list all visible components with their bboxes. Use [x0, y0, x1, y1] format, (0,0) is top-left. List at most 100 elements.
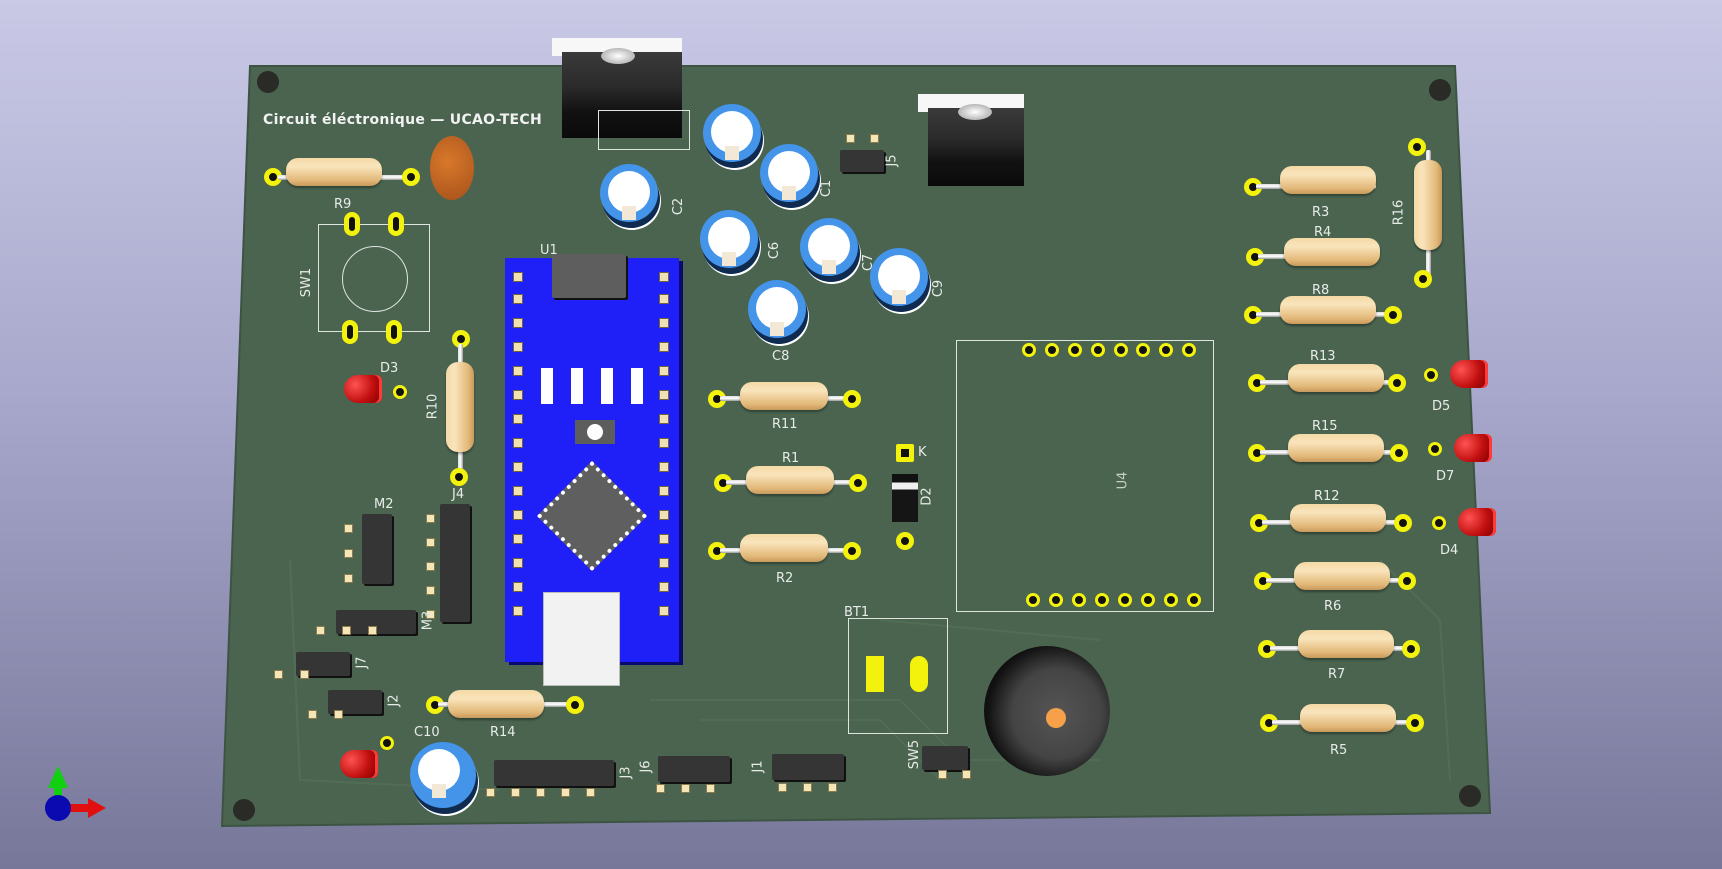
- resistor-r3[interactable]: [1280, 166, 1376, 194]
- pad: [386, 320, 402, 344]
- resistor-r8[interactable]: [1280, 296, 1376, 324]
- label-c10: C10: [414, 725, 440, 740]
- label-j4: J4: [452, 487, 465, 502]
- label-c8: C8: [772, 349, 790, 364]
- pad: [843, 542, 861, 560]
- pad: [896, 444, 914, 462]
- label-d3: D3: [380, 361, 399, 376]
- connector-j6[interactable]: [658, 756, 730, 782]
- label-r6: R6: [1324, 599, 1342, 614]
- label-m2: M2: [374, 497, 394, 512]
- capacitor-c8[interactable]: [748, 280, 806, 338]
- label-d7: D7: [1436, 469, 1455, 484]
- label-u4: U4: [1115, 471, 1131, 490]
- capacitor-c10[interactable]: [410, 742, 476, 808]
- pad: [896, 532, 914, 550]
- resistor-r10[interactable]: [446, 362, 474, 452]
- battery-bt1[interactable]: [848, 618, 948, 734]
- pad: [344, 212, 360, 236]
- reset-button[interactable]: [575, 420, 615, 444]
- regulator-1-footprint: [598, 110, 690, 150]
- buzzer[interactable]: [984, 646, 1110, 776]
- pad: [380, 736, 394, 750]
- label-c2: C2: [671, 197, 687, 216]
- pad: [566, 696, 584, 714]
- resistor-r2[interactable]: [740, 534, 828, 562]
- resistor-r4[interactable]: [1284, 238, 1380, 266]
- connector-j4[interactable]: [440, 504, 470, 622]
- switch-sw1-footprint[interactable]: [318, 224, 430, 332]
- label-r10: R10: [425, 393, 441, 420]
- capacitor-c6[interactable]: [700, 210, 758, 268]
- capacitor-c9[interactable]: [870, 248, 928, 306]
- label-bt1: BT1: [844, 605, 870, 620]
- label-r13: R13: [1310, 349, 1336, 364]
- led-d5[interactable]: [1450, 360, 1488, 388]
- label-sw1: SW1: [299, 267, 315, 298]
- switch-sw1-button[interactable]: [342, 246, 408, 312]
- resistor-r12[interactable]: [1290, 504, 1386, 532]
- resistor-r1[interactable]: [746, 466, 834, 494]
- label-d5: D5: [1432, 399, 1451, 414]
- connector-j1[interactable]: [772, 754, 844, 780]
- voltage-regulator-2[interactable]: [918, 94, 1024, 186]
- resistor-r13[interactable]: [1288, 364, 1384, 392]
- label-j5: J5: [884, 154, 900, 167]
- switch-sw5[interactable]: [922, 746, 968, 770]
- usb-connector[interactable]: [543, 592, 620, 686]
- label-r12: R12: [1314, 489, 1340, 504]
- capacitor-c5[interactable]: [703, 104, 761, 162]
- led-d7[interactable]: [1454, 434, 1492, 462]
- ceramic-capacitor-c5[interactable]: [430, 136, 474, 200]
- resistor-r6[interactable]: [1294, 562, 1390, 590]
- resistor-r14[interactable]: [448, 690, 544, 718]
- label-c6: C6: [767, 241, 783, 260]
- label-r14: R14: [490, 725, 516, 740]
- capacitor-c2[interactable]: [600, 164, 658, 222]
- label-c9: C9: [931, 279, 947, 298]
- board-title: Circuit éléctronique — UCAO-TECH: [263, 112, 543, 128]
- resistor-r5[interactable]: [1300, 704, 1396, 732]
- pad: [910, 656, 928, 692]
- label-r3: R3: [1312, 205, 1330, 220]
- label-r2: R2: [776, 571, 794, 586]
- connector-j3[interactable]: [494, 760, 614, 786]
- label-d2: D2: [919, 487, 935, 506]
- label-r7: R7: [1328, 667, 1346, 682]
- module-u4-footprint[interactable]: [956, 340, 1214, 612]
- label-d4: D4: [1440, 543, 1459, 558]
- resistor-r9[interactable]: [286, 158, 382, 186]
- led-bottom[interactable]: [340, 750, 378, 778]
- label-j7: J7: [354, 656, 370, 669]
- resistor-r11[interactable]: [740, 382, 828, 410]
- capacitor-c1[interactable]: [760, 144, 818, 202]
- voltage-regulator-1[interactable]: [552, 38, 682, 138]
- label-j2: J2: [386, 694, 402, 707]
- resistor-r15[interactable]: [1288, 434, 1384, 462]
- pad: [402, 168, 420, 186]
- label-u1: U1: [540, 243, 558, 258]
- pad: [866, 656, 884, 692]
- label-sw5: SW5: [907, 739, 923, 770]
- pad: [342, 320, 358, 344]
- capacitor-c7[interactable]: [800, 218, 858, 276]
- connector-m2[interactable]: [362, 514, 392, 584]
- resistor-r7[interactable]: [1298, 630, 1394, 658]
- icsp-header[interactable]: [552, 254, 626, 298]
- diode-d2[interactable]: [892, 474, 918, 522]
- led-d4[interactable]: [1458, 508, 1496, 536]
- label-r16: R16: [1391, 199, 1407, 226]
- pad: [450, 468, 468, 486]
- led-d3[interactable]: [344, 375, 382, 403]
- label-c1: C1: [819, 179, 835, 198]
- resistor-r16[interactable]: [1414, 160, 1442, 250]
- pad: [388, 212, 404, 236]
- label-r5: R5: [1330, 743, 1348, 758]
- label-r8: R8: [1312, 283, 1330, 298]
- label-r9: R9: [334, 197, 352, 212]
- label-r1: R1: [782, 451, 800, 466]
- connector-j5[interactable]: [840, 150, 884, 172]
- xyz-axis-icon: [45, 766, 106, 821]
- label-k: K: [918, 445, 927, 460]
